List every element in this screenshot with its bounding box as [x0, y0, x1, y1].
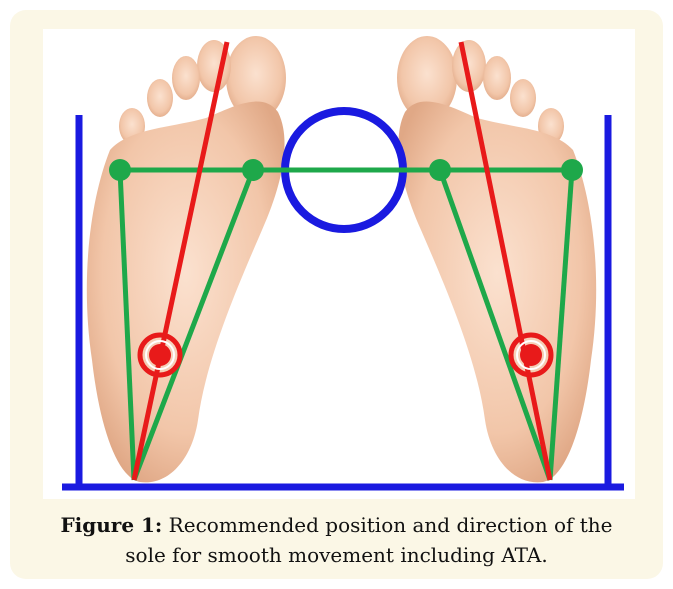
left-foot-sole-image: [87, 36, 286, 482]
left-outer-point: [109, 159, 131, 181]
right-inner-point: [429, 159, 451, 181]
figure-caption: Figure 1: Recommended position and direc…: [40, 510, 633, 570]
caption-text: Recommended position and direction of th…: [125, 513, 612, 567]
caption-label: Figure 1:: [60, 513, 162, 537]
left-target-marker-icon: [140, 335, 180, 375]
right-target-marker-icon: [511, 335, 551, 375]
figure-illustration: [0, 0, 673, 510]
left-inner-point: [242, 159, 264, 181]
right-outer-point: [561, 159, 583, 181]
